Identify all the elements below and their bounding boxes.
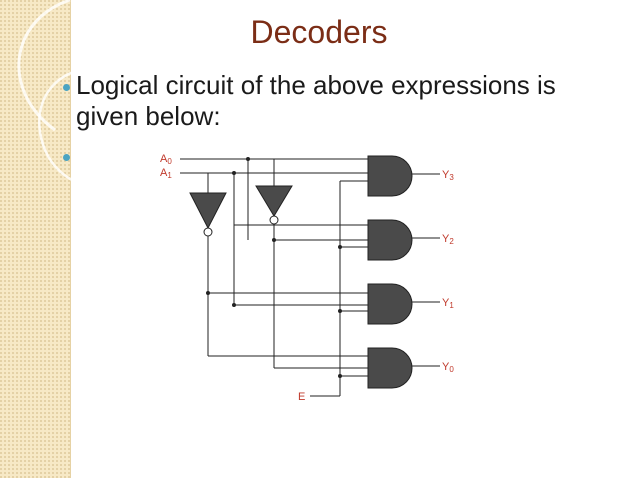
slide-title: Decoders	[250, 14, 388, 50]
input-label-a0: A0	[160, 153, 172, 166]
decoder-circuit-diagram: A0 A1 Y3 Y2 Y1 Y0 E	[160, 153, 454, 403]
bullet-marker	[63, 84, 70, 91]
inverter-gate	[255, 185, 293, 225]
output-label-y2: Y2	[442, 233, 454, 246]
and-gate-y1	[367, 283, 413, 325]
bullet-text: Logical circuit of the above expressions…	[76, 70, 556, 131]
and-gate-y2	[367, 219, 413, 261]
and-gate-y0	[367, 347, 413, 389]
inverter-gate	[189, 192, 227, 237]
wires	[180, 158, 440, 397]
input-label-a1: A1	[160, 167, 172, 180]
and-gate-y3	[367, 155, 413, 197]
decorative-swirl	[17, 0, 120, 188]
bullet-marker	[63, 154, 70, 161]
output-label-y3: Y3	[442, 169, 454, 182]
wire-junctions	[206, 157, 342, 378]
output-label-y0: Y0	[442, 361, 454, 374]
enable-label: E	[298, 391, 305, 403]
output-label-y1: Y1	[442, 297, 454, 310]
